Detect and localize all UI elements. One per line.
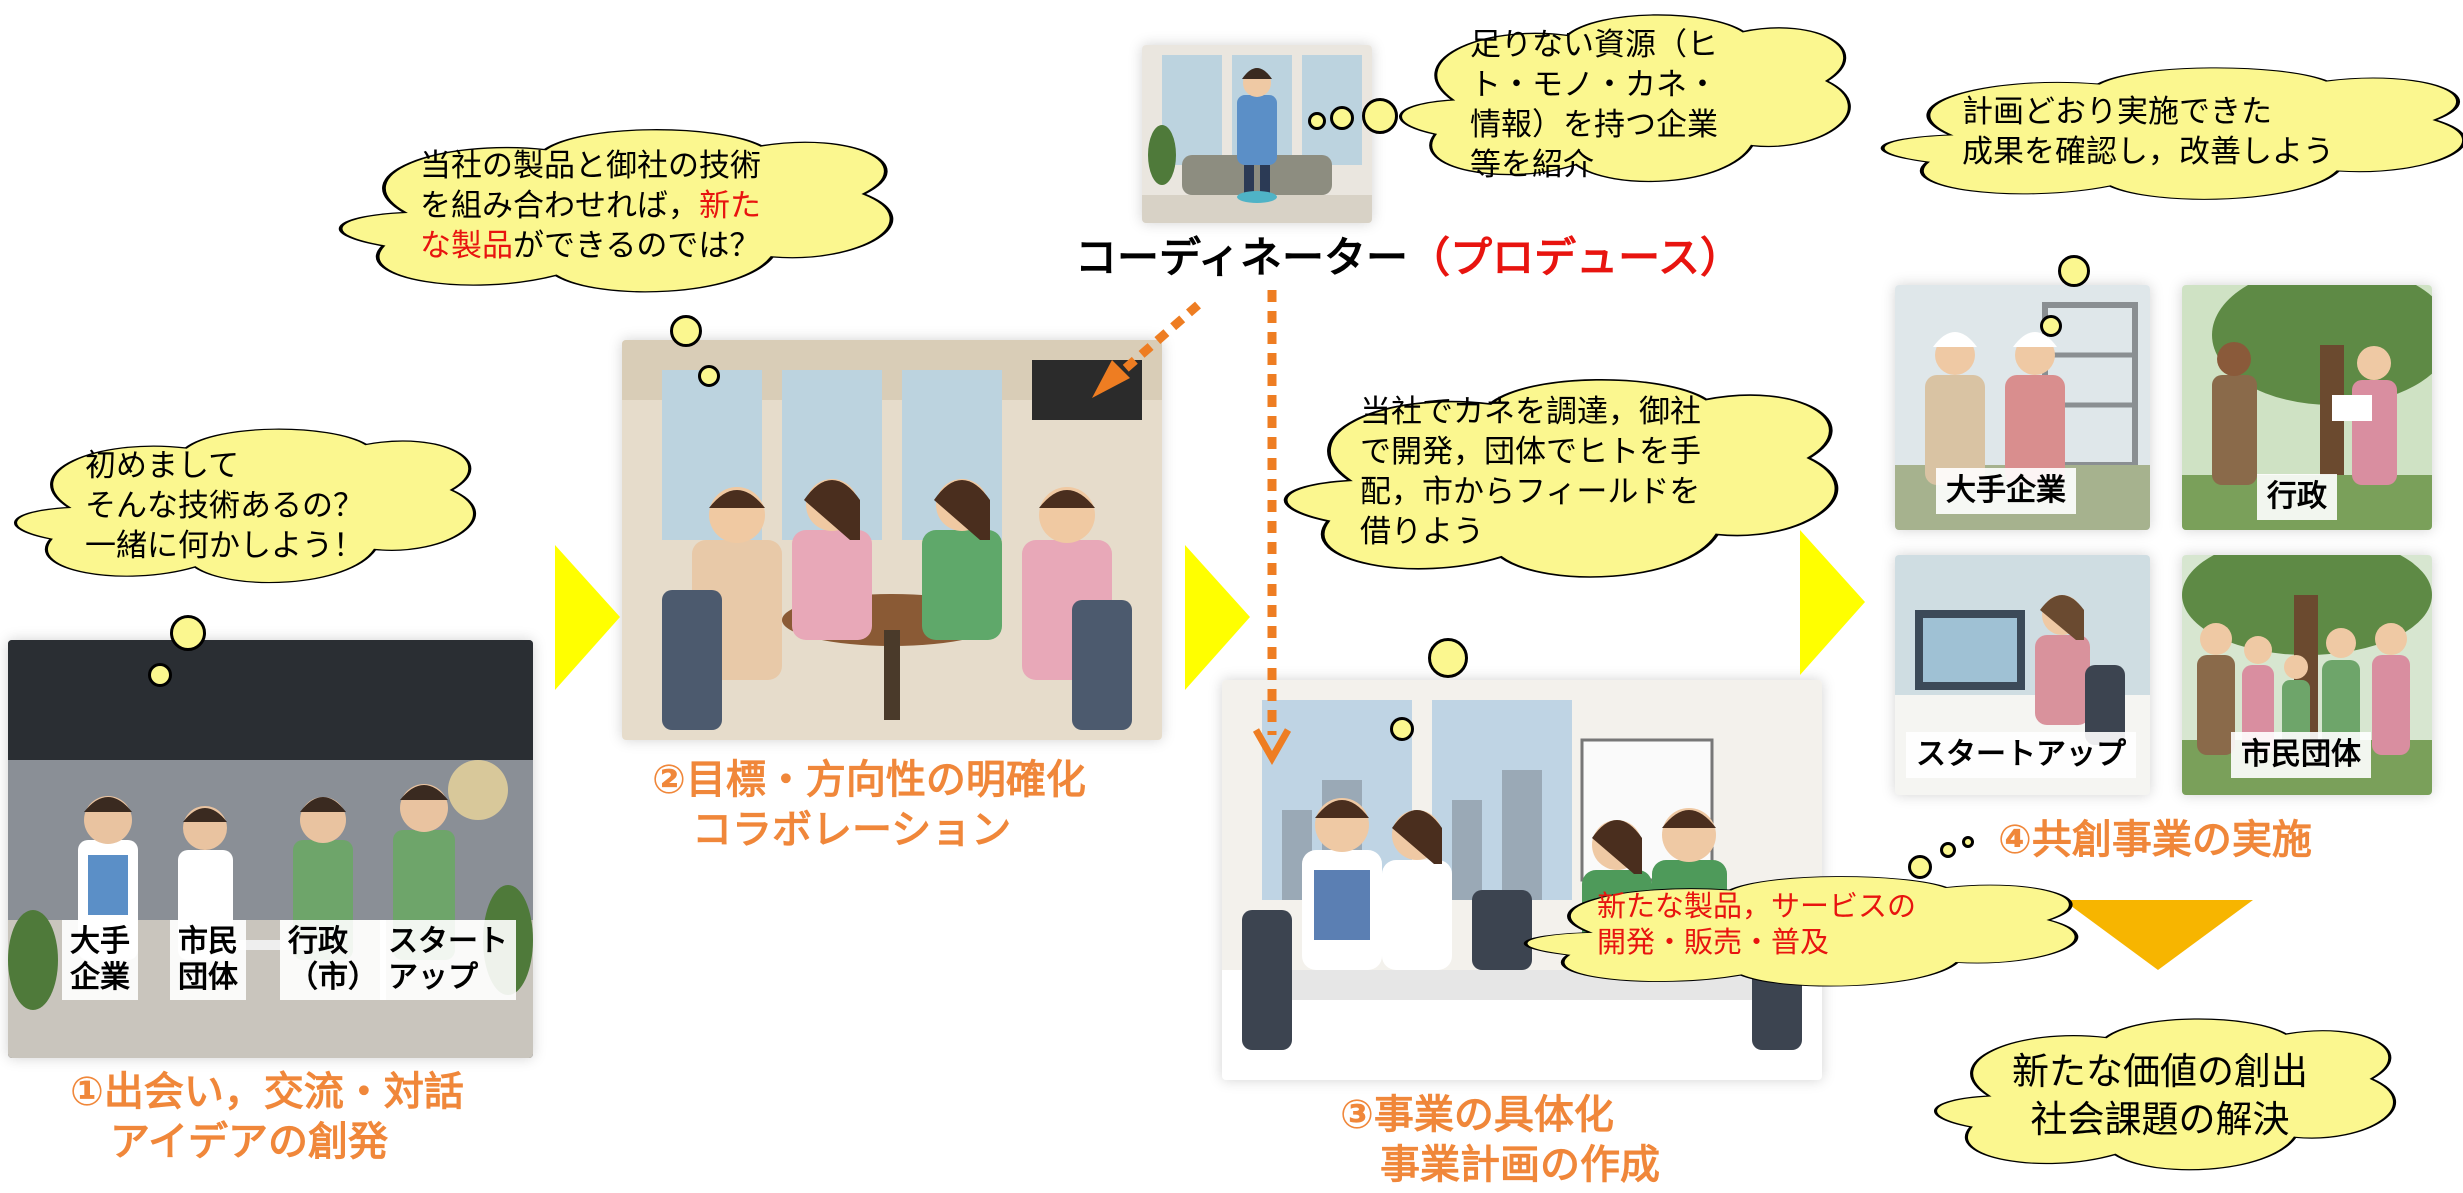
bubble-plan-check: 計画どおり実施できた 成果を確認し，改善しよう xyxy=(1882,60,2452,210)
step4-label-citizen-group: 市民団体 xyxy=(2231,732,2371,778)
bubble-first-meet-text: 初めまして そんな技術あるの？ 一緒に何かしよう！ xyxy=(85,448,364,564)
bubble-roles-dot-small xyxy=(1390,717,1414,741)
step4-label-startup: スタートアップ xyxy=(1906,732,2136,778)
coordinator-photo xyxy=(1142,45,1372,223)
step3-title: ③事業の具体化 事業計画の作成 xyxy=(1340,1092,1660,1188)
bubble-combine-text: 当社の製品と御社の技術 を組み合わせれば，新た な製品ができるのでは？ xyxy=(420,146,761,266)
bubble-coordinator-text: 足りない資源（ヒ ト・モノ・カネ・ 情報）を持つ企業 等を紹介 xyxy=(1470,27,1718,183)
bubble-combine-dot-large xyxy=(670,315,702,347)
bubble-plan-check-dot-small xyxy=(2040,315,2062,337)
step1-label-large-company: 大手 企業 xyxy=(62,920,138,1000)
step1-label-government: 行政 （市） xyxy=(280,920,386,1000)
step4-label-government: 行政 xyxy=(2257,474,2337,520)
step3-office-meeting-photo xyxy=(1222,680,1822,1080)
bubble-new-product-dot-mid xyxy=(1940,842,1956,858)
step2-title: ②目標・方向性の明確化 コラボレーション xyxy=(652,757,1086,853)
step1-title: ①出会い，交流・対話 アイデアの創発 xyxy=(70,1069,464,1165)
step1-label-citizen-group: 市民 団体 xyxy=(170,920,246,1000)
bubble-new-product-dot-small xyxy=(1962,836,1974,848)
bubble-roles-text: 当社でカネを調達，御社 で開発，団体でヒトを手 配，市からフィールドを 借りよう xyxy=(1360,394,1701,550)
bubble-combine-text-b: ができるのでは？ xyxy=(513,228,761,264)
bubble-plan-check-text: 計画どおり実施できた 成果を確認し，改善しよう xyxy=(1962,94,2334,170)
bubble-plan-check-dot-large xyxy=(2058,255,2090,287)
bubble-new-product: 新たな製品，サービスの 開発・販売・普及 xyxy=(1525,870,2065,995)
step4-label-large-company: 大手企業 xyxy=(1936,468,2076,514)
step4-park-photo xyxy=(2182,285,2432,530)
bubble-roles: 当社でカネを調達，御社 で開発，団体でヒトを手 配，市からフィールドを 借りよう xyxy=(1285,368,1825,593)
coordinator-produce-text: （プロデュース） xyxy=(1408,233,1742,282)
outcome-cloud: 新たな価値の創出 社会課題の解決 xyxy=(1935,1010,2385,1182)
step4-title: ④共創事業の実施 xyxy=(1998,817,2312,863)
step1-label-startup: スタート アップ xyxy=(380,920,516,1000)
bubble-new-product-dot-large xyxy=(1908,855,1932,879)
outcome-text: 新たな価値の創出 社会課題の解決 xyxy=(2012,1050,2308,1141)
bubble-coordinator-dot-large xyxy=(1362,98,1398,134)
bubble-coordinator: 足りない資源（ヒ ト・モノ・カネ・ 情報）を持つ企業 等を紹介 xyxy=(1400,5,1840,195)
flow-arrow-2 xyxy=(1185,545,1250,690)
bubble-first-meet-dot-large xyxy=(170,615,206,651)
bubble-combine-text-a: 当社の製品と御社の技術 を組み合わせれば， xyxy=(420,148,761,224)
step2-cafe-photo xyxy=(622,340,1162,740)
coordinator-title: コーディネーター（プロデュース） xyxy=(1075,230,1742,286)
bubble-first-meet-dot-small xyxy=(148,663,172,687)
bubble-combine-dot-small xyxy=(698,365,720,387)
bubble-roles-dot-large xyxy=(1428,638,1468,678)
bubble-combine: 当社の製品と御社の技術 を組み合わせれば，新た な製品ができるのでは？ xyxy=(340,120,880,305)
flow-arrow-1 xyxy=(555,545,620,690)
bubble-first-meet: 初めまして そんな技術あるの？ 一緒に何かしよう！ xyxy=(15,420,465,595)
flow-arrow-down xyxy=(2063,900,2253,970)
bubble-coordinator-dot-mid xyxy=(1330,106,1354,130)
bubble-combine-text-red: 新た な製品 xyxy=(420,188,761,264)
coordinator-title-text: コーディネーター xyxy=(1075,233,1409,282)
bubble-coordinator-dot-small xyxy=(1308,112,1326,130)
flow-arrow-3 xyxy=(1800,530,1865,675)
bubble-new-product-text: 新たな製品，サービスの 開発・販売・普及 xyxy=(1597,889,1917,959)
